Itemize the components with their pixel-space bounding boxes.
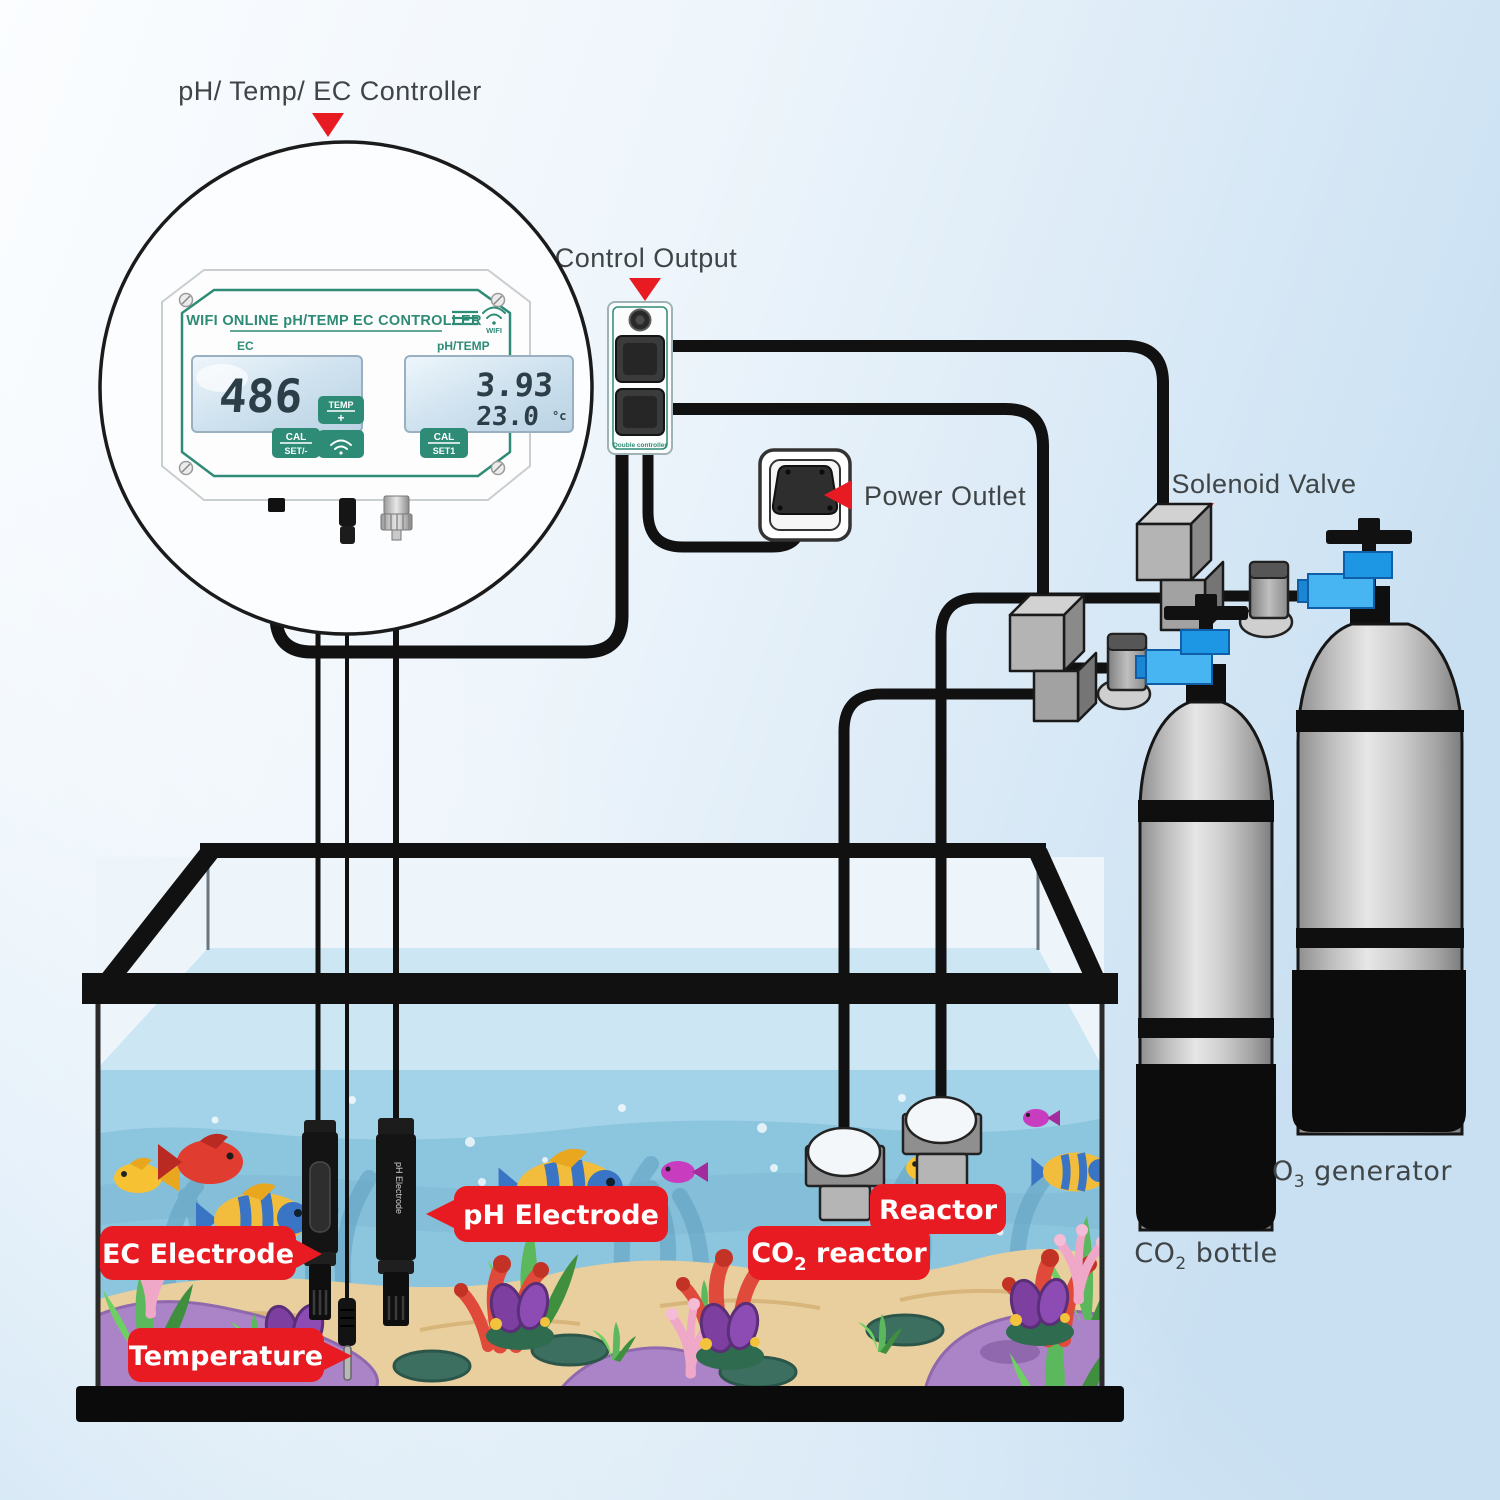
tube-solenoid2-to-co2-reactor — [838, 688, 1075, 1152]
badge-ph-electrode-text: pH Electrode — [463, 1200, 659, 1231]
valve-handle-icon — [1326, 530, 1412, 544]
controller-callout-arrow-icon — [312, 113, 344, 137]
tank-frame-front — [82, 973, 1118, 1004]
temp-unit: °c — [552, 409, 566, 423]
co2-reactor-diffuser — [806, 1126, 882, 1178]
bnc-connector-icon — [383, 495, 410, 515]
controller-bezel-line — [180, 288, 512, 478]
cal-label: CAL — [434, 432, 455, 443]
wifi-small-label: WIFI — [486, 326, 502, 335]
wifi-button[interactable] — [318, 430, 364, 458]
cal-label: CAL — [286, 432, 307, 443]
reactor-diffuser — [904, 1095, 978, 1145]
control-output-arrow-icon — [629, 278, 661, 301]
temp-plus-label: TEMP — [328, 400, 353, 410]
cal-set-minus-button[interactable]: CAL SET/- — [272, 428, 320, 458]
tank-frame-left-slant — [90, 846, 218, 1000]
output-device-text: Double controller — [613, 442, 667, 449]
power-outlet — [758, 448, 852, 542]
ph-temp-display-label: pH/TEMP — [437, 339, 490, 353]
cable-output2-to-solenoid2 — [655, 403, 1049, 617]
ec-display-label: EC — [237, 339, 254, 353]
power-outlet-arrow-icon — [824, 480, 852, 510]
stone — [865, 1313, 945, 1347]
tube-solenoid1-to-reactor — [935, 592, 1205, 1128]
fish-yellow — [114, 1157, 180, 1193]
valve-handle-icon — [1164, 606, 1248, 620]
badge-temperature-text: Temperature — [129, 1341, 323, 1372]
cable-output1-to-solenoid1 — [655, 340, 1169, 524]
ec-value: 486 — [217, 369, 304, 423]
ph-probe-side-text: pH Electrode — [394, 1162, 404, 1214]
lcd-glare — [196, 364, 248, 392]
badge-reactor: Reactor — [870, 1184, 1006, 1234]
control-output-device: Double controller — [607, 301, 673, 455]
co2-reactor-assembly — [804, 1126, 886, 1222]
ec-electrode-probe — [302, 1120, 338, 1320]
co2-bottle-label: CO2 bottle — [1134, 1238, 1277, 1274]
screw-icon — [178, 292, 506, 476]
co2-bottle — [1136, 664, 1276, 1232]
needle-valve-o3 — [1297, 518, 1412, 609]
temp-value: 23.0 — [475, 402, 540, 432]
controller-callout-label: pH/ Temp/ EC Controller — [178, 76, 482, 106]
tank-frame-back — [200, 843, 1046, 858]
controller-connectors — [268, 495, 413, 544]
control-cables — [655, 340, 1169, 617]
o3-generator-label: O3 generator — [1272, 1156, 1452, 1192]
ph-electrode-probe: pH Electrode — [376, 1118, 416, 1326]
set-minus-label: SET/- — [284, 446, 307, 456]
power-plug[interactable] — [771, 465, 839, 515]
temp-plus-button[interactable]: TEMP + — [318, 396, 364, 425]
badge-ec-electrode-text: EC Electrode — [102, 1239, 294, 1270]
wifi-button-icon — [330, 439, 352, 455]
water-surface — [96, 948, 1104, 1070]
fish-striped — [1031, 1152, 1104, 1192]
badge-temperature: Temperature — [128, 1328, 352, 1382]
badge-ec-electrode: EC Electrode — [100, 1226, 322, 1280]
fish-magenta — [661, 1161, 708, 1183]
badge-co2-reactor: CO2 reactor — [748, 1226, 930, 1280]
controller-title: WIFI ONLINE pH/TEMP EC CONTROLLER — [186, 313, 482, 329]
cable-controller-power — [269, 452, 629, 659]
fish-red — [158, 1133, 243, 1184]
controller-cables — [269, 452, 806, 1304]
power-outlet-label: Power Outlet — [864, 481, 1026, 511]
needle-valve-co2 — [1135, 594, 1248, 685]
badge-co2-reactor-text: CO2 reactor — [751, 1238, 927, 1275]
cal-set1-button[interactable]: CAL SET1 — [420, 428, 468, 458]
ph-value: 3.93 — [475, 366, 555, 404]
controller-device: WIFI ONLINE pH/TEMP EC CONTROLLER WIFI E… — [161, 269, 574, 544]
tank-frame-right-slant — [1029, 848, 1111, 998]
fish-tank — [76, 843, 1124, 1422]
badge-ph-electrode: pH Electrode — [426, 1186, 668, 1242]
stone — [392, 1349, 472, 1383]
tank-base — [76, 1386, 1124, 1422]
temp-plus-sign: + — [337, 411, 344, 425]
solenoid-valve-2 — [1008, 593, 1098, 723]
badge-reactor-text: Reactor — [879, 1195, 998, 1226]
set1-label: SET1 — [433, 446, 456, 456]
ph-temp-lcd — [404, 355, 574, 433]
fish-magenta — [1023, 1109, 1060, 1127]
solenoid-valve-label: Solenoid Valve — [1171, 469, 1356, 499]
check-valve-o3 — [1238, 560, 1294, 639]
wifi-icon — [482, 306, 506, 325]
control-output-label: Control Output — [555, 243, 738, 273]
o3-generator-bottle — [1292, 586, 1466, 1136]
menu-lines-icon — [452, 310, 478, 326]
reactor-assembly — [901, 1095, 983, 1190]
